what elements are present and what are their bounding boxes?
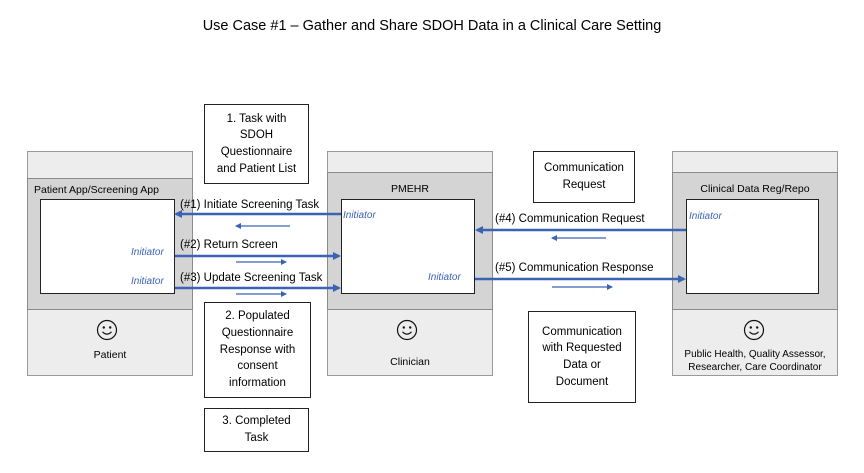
registry-smiley-icon [743, 319, 765, 341]
qresponse-note-line: Response with [219, 343, 296, 356]
qresponse-note-line: information [229, 377, 286, 389]
clinician-smiley-icon [396, 319, 418, 341]
registry-screen [686, 199, 819, 294]
task-note: 1. Task with SDOH Questionnaire and Pati… [204, 104, 309, 184]
task-note-line: 1. Task with [226, 112, 287, 125]
completed-task-note: 3. Completed Task [204, 408, 309, 452]
flow-2-label: (#2) Return Screen [180, 239, 278, 251]
patient-app-screen [40, 199, 175, 294]
pmehr-header: PMEHR [391, 183, 429, 195]
comm-request-note-line: Communication [544, 162, 624, 175]
clinician-role-label: Clinician [390, 356, 430, 368]
flow-5-label: (#5) Communication Response [495, 262, 654, 274]
initiator-label-flow-1: Initiator [343, 210, 376, 221]
patient-role-label: Patient [93, 349, 127, 361]
comm-response-note-line: Document [555, 375, 609, 388]
initiator-label-flow-5: Initiator [428, 272, 461, 283]
comm-response-note-line: Data or [563, 359, 601, 371]
initiator-label-flow-2: Initiator [131, 247, 164, 258]
patient-app-header: Patient App/Screening App [34, 184, 159, 196]
comm-request-note-line: Request [562, 179, 606, 191]
pmehr-screen [341, 199, 475, 294]
comm-response-note-line: Communication [542, 325, 622, 338]
task-note-line: SDOH [239, 129, 274, 142]
flow-1-label: (#1) Initiate Screening Task [180, 199, 320, 211]
initiator-label-flow-3: Initiator [131, 276, 164, 287]
qresponse-note-line: 2. Populated [225, 310, 290, 323]
qresponse-note-line: consent [237, 360, 278, 373]
task-note-line: and Patient List [216, 162, 297, 175]
task-note-line: Questionnaire [220, 146, 293, 158]
comm-response-note-line: with Requested [542, 342, 622, 355]
registry-role-line2: Researcher, Care Coordinator [688, 362, 822, 373]
registry-role-line1: Public Health, Quality Assessor, [684, 349, 826, 360]
communication-response-note: Communication with Requested Data or Doc… [528, 311, 636, 403]
questionnaire-response-note: 2. Populated Questionnaire Response with… [204, 302, 311, 398]
initiator-label-flow-4: Initiator [689, 211, 722, 222]
registry-header: Clinical Data Reg/Repo [700, 183, 810, 195]
diagram-title: Use Case #1 – Gather and Share SDOH Data… [202, 18, 662, 34]
communication-request-note: Communication Request [533, 151, 635, 203]
completed-note-line: Task [244, 432, 269, 444]
qresponse-note-line: Questionnaire [221, 326, 294, 339]
patient-smiley-icon [96, 319, 118, 341]
flow-4-label: (#4) Communication Request [495, 213, 645, 225]
completed-note-line: 3. Completed [222, 415, 291, 428]
flow-3-label: (#3) Update Screening Task [180, 272, 323, 284]
